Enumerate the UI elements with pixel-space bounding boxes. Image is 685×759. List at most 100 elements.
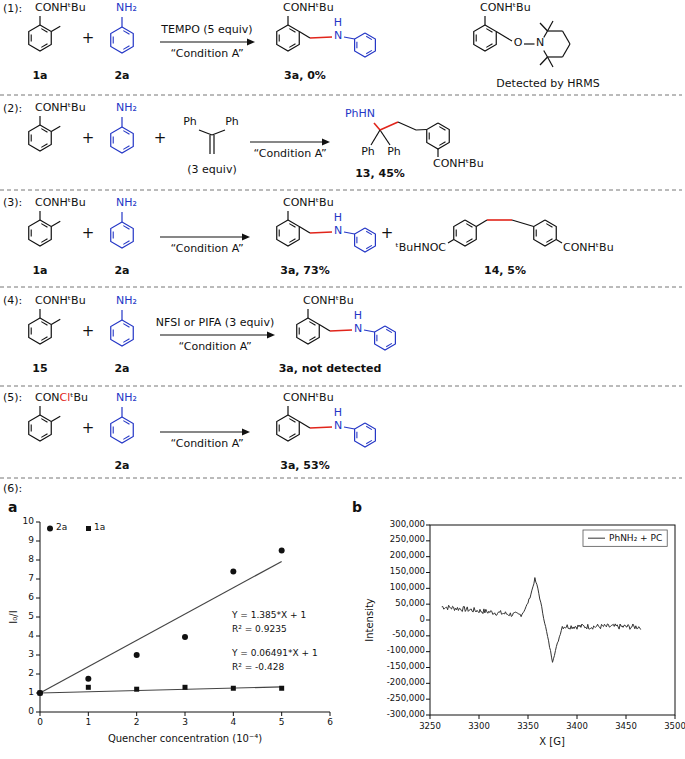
double-bond (289, 434, 295, 438)
bond-line (484, 16, 485, 25)
bond-line (213, 135, 214, 154)
benzene-ring (111, 27, 134, 53)
benzene-ring (29, 125, 52, 151)
axis-tick (36, 522, 40, 523)
piperidine-ring (544, 50, 548, 56)
substituent-label: CONHᵗBu (433, 158, 484, 171)
fit-equation: R² = 0.9235 (232, 624, 287, 634)
arrow-head (322, 139, 330, 146)
fit-equation: Y = 0.06491*X + 1 (232, 648, 318, 658)
double-bond (289, 419, 295, 423)
double-bond (439, 127, 445, 131)
axis-tick-label: 3300 (468, 722, 490, 732)
panel-letter: a (8, 499, 17, 515)
bond-line (39, 116, 40, 125)
data-point (230, 568, 236, 574)
bond-line (121, 117, 122, 127)
piperidine-ring (563, 44, 571, 57)
chart-axis (40, 522, 330, 712)
bond-line (344, 232, 355, 234)
double-bond (546, 239, 552, 243)
benzene-ring (534, 220, 557, 246)
axis-tick (36, 598, 40, 599)
axis-title: X [G] (539, 736, 565, 748)
arrow-head (267, 332, 275, 339)
substituent-label: CONHᵗBu (283, 197, 334, 210)
arrow-head (247, 39, 255, 46)
axis-title: Quencher concentration (10⁻⁴) (108, 733, 262, 745)
reaction-condition: “Condition A” (170, 48, 243, 61)
benzene-ring (111, 222, 134, 248)
data-point (182, 634, 188, 640)
reaction-arrow (160, 334, 269, 335)
benzene-ring (375, 326, 396, 350)
bond-line (344, 427, 355, 429)
data-point (134, 687, 139, 692)
reaction-condition: NFSI or PIFA (3 equiv) (156, 317, 274, 330)
bond-line (556, 240, 562, 244)
bond-line (287, 16, 288, 25)
bond-line (39, 309, 40, 318)
double-bond (113, 329, 114, 336)
axis-tick-label: 3 (182, 717, 188, 727)
piperidine-ring (563, 31, 571, 44)
plus-sign: + (82, 130, 95, 147)
axis-tick-label: 250,000 (390, 535, 425, 545)
new-bond (310, 427, 332, 428)
bond-line (476, 220, 487, 227)
benzene-ring (111, 320, 134, 346)
double-bond (476, 34, 477, 41)
double-bond (41, 239, 47, 243)
axis-tick (233, 712, 234, 716)
axis-tick-label: 100,000 (390, 583, 425, 593)
double-bond (289, 29, 295, 33)
axis-tick-label: -150,000 (387, 662, 425, 672)
double-bond (279, 229, 280, 236)
bond-line (380, 130, 390, 145)
axis-tick (88, 712, 89, 716)
axis-tick-label: 3500 (664, 722, 685, 732)
axis-tick-label: 200,000 (390, 551, 425, 561)
double-bond (31, 34, 32, 41)
section-number: (1): (3, 3, 22, 16)
benzene-ring (474, 25, 497, 51)
double-bond (41, 224, 47, 228)
product-yield: 3a, not detected (279, 363, 382, 376)
axis-tick (40, 712, 41, 716)
section-number: (5): (3, 392, 22, 405)
axis-tick (36, 674, 40, 675)
methyl-bond (51, 416, 60, 421)
plus-sign: + (82, 323, 95, 340)
atom-label: N (354, 323, 362, 336)
axis-tick (36, 655, 40, 656)
axis-tick-label: 0 (37, 717, 43, 727)
substituent-label: CONHᵗBu (35, 2, 86, 15)
chart-frame (430, 525, 675, 715)
benzene-ring (277, 415, 300, 441)
bond-line (299, 422, 310, 429)
axis-tick (426, 525, 430, 526)
axis-tick (426, 715, 430, 716)
section-number: (4): (3, 295, 22, 308)
methyl-bond (51, 221, 60, 226)
benzene-ring (29, 415, 52, 441)
compound-number: 15 (32, 363, 47, 376)
double-bond (466, 239, 472, 243)
new-bond (380, 122, 398, 130)
data-point (134, 652, 140, 658)
axis-tick (479, 715, 480, 719)
detection-note: Detected by HRMS (496, 78, 599, 91)
reaction-arrow (160, 431, 244, 432)
substituent-label: ᵗBu (70, 392, 88, 405)
bond-line (496, 32, 507, 39)
new-bond (330, 330, 352, 331)
axis-tick-label: 10 (23, 516, 34, 526)
legend-text: 2a (56, 522, 67, 532)
legend-line-sample (588, 538, 605, 539)
axis-tick-label: 5 (279, 717, 285, 727)
reaction-condition: “Condition A” (253, 148, 326, 161)
panel-letter: b (352, 499, 362, 515)
benzene-ring (29, 220, 52, 246)
benzene-ring (355, 423, 376, 447)
